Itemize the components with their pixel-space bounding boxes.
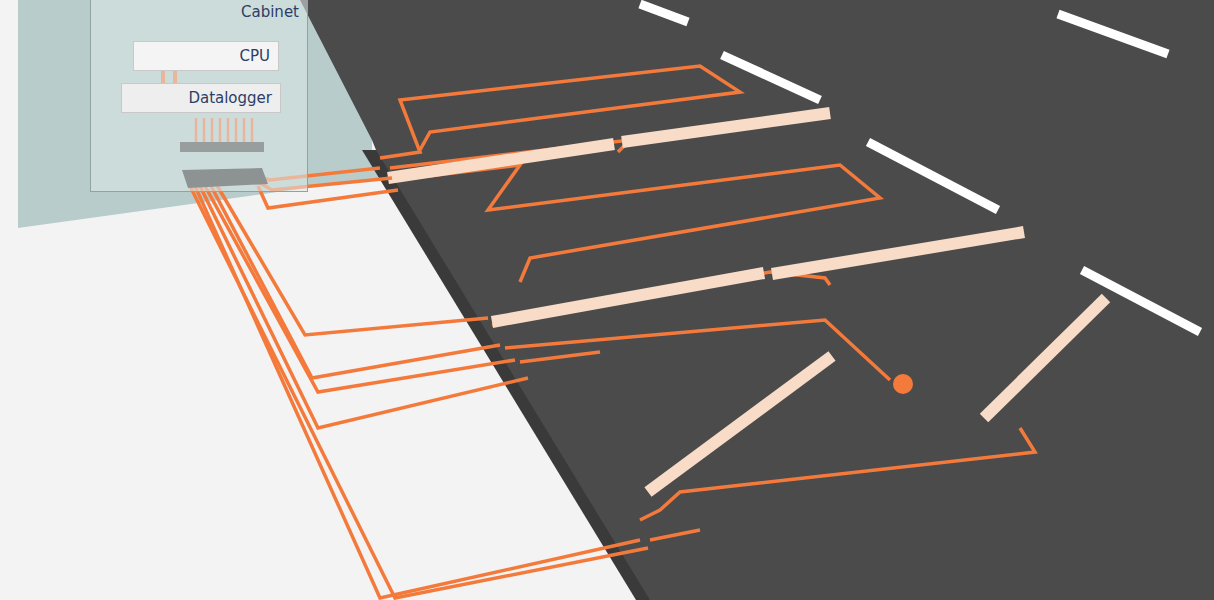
sensor-cables: [380, 66, 1035, 540]
cpu-box: CPU: [133, 41, 279, 71]
node-label: CPU: [142, 47, 270, 65]
cable-bundle: [190, 168, 648, 598]
sensor-strips: [388, 113, 1106, 492]
cabinet-housing: CabinetCPU Datalogger: [90, 0, 308, 192]
point-sensor: [893, 374, 913, 394]
road-surface: [300, 0, 1214, 600]
node-label: Datalogger: [130, 89, 272, 107]
node-label: Cabinet: [99, 3, 299, 21]
datalogger-box: Datalogger: [121, 83, 281, 113]
